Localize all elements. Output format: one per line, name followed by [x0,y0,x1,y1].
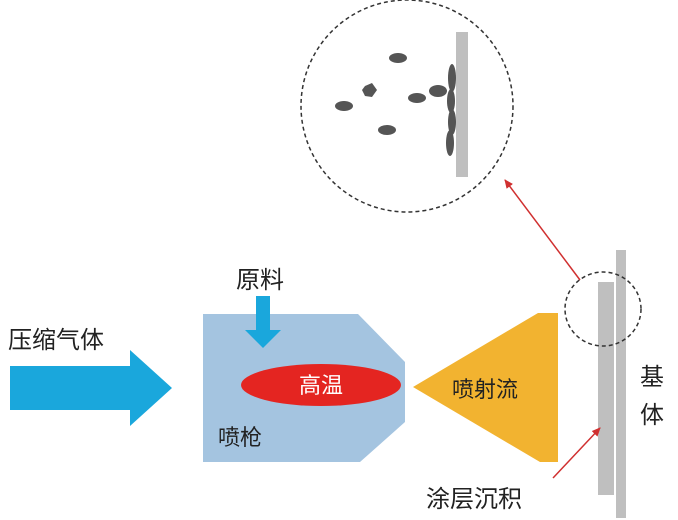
substrate-plate [616,250,626,518]
splat [446,130,454,156]
splat [447,89,455,113]
splat [448,109,456,135]
particle [408,93,426,103]
compressed-gas-label: 压缩气体 [8,326,104,354]
magnified-substrate [456,32,468,177]
splat [448,64,456,92]
particle [335,101,353,111]
high-temp-label: 高温 [299,374,343,399]
magnify-pointer [504,179,581,281]
particle [362,83,377,97]
particle [389,53,407,63]
substrate-label-1: 基 [640,363,664,391]
compressed-gas-arrow [10,350,172,426]
coating-deposit-pointer [552,427,601,479]
spray-gun-label: 喷枪 [218,426,262,451]
feedstock-arrow [245,296,281,348]
magnified-view-circle [300,0,514,213]
spray-stream-cone [413,313,558,462]
coating-deposit-label: 涂层沉积 [426,485,522,513]
feedstock-label: 原料 [236,266,284,294]
zoom-source-circle [564,271,642,347]
substrate-coating-layer [598,282,614,495]
particle [378,125,396,135]
high-temp-zone [241,364,401,406]
particle [429,85,447,97]
spray-stream-label: 喷射流 [452,378,518,403]
substrate-label-2: 体 [640,401,664,429]
